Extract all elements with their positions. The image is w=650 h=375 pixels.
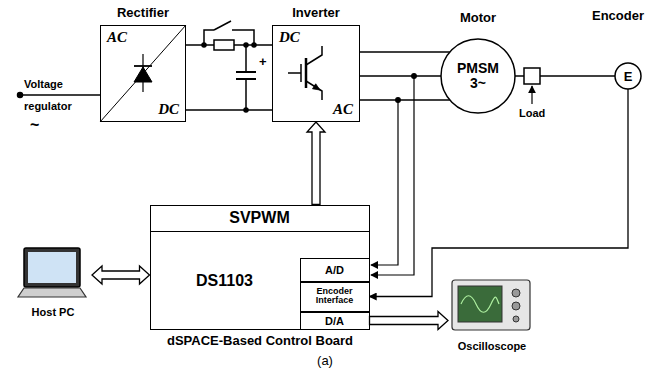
controller-region: DS1103A/D Encoder InterfaceD/A xyxy=(150,232,370,330)
junction-dot xyxy=(202,43,206,47)
scope-knob xyxy=(512,289,520,297)
laptop-base xyxy=(18,288,86,297)
dc-link-wire xyxy=(186,44,214,46)
laptop-screen xyxy=(28,252,76,283)
phase-wire xyxy=(360,51,450,52)
device-label: Host PC xyxy=(14,306,92,318)
oscilloscope-body xyxy=(452,280,530,330)
junction-dot xyxy=(244,43,248,47)
capacitor-plate xyxy=(236,71,256,73)
igbt-symbol xyxy=(305,58,308,88)
motor-circle: MotorPMSM 3~ xyxy=(440,38,516,114)
block-heading: Encoder xyxy=(592,8,644,23)
converter-diagonal xyxy=(100,25,186,122)
block-title: SVPWM xyxy=(150,209,370,227)
pwm-signal-arrow xyxy=(307,122,325,205)
phase-wire xyxy=(360,99,450,100)
control-board: dSPACE-Based Control BoardSVPWMDS1103A/D… xyxy=(150,205,370,330)
port-label: DC xyxy=(279,29,300,46)
port-name: A/D xyxy=(301,264,369,276)
port-label: AC xyxy=(107,29,127,46)
controller-name: DS1103 xyxy=(150,272,300,290)
resistor-symbol xyxy=(214,40,234,50)
io-port-box: D/A xyxy=(300,312,370,330)
current-sense-wire xyxy=(371,76,414,275)
port-label: DC xyxy=(158,101,179,118)
laptop-screen-frame xyxy=(24,248,80,287)
phase-wire xyxy=(360,75,441,76)
data-link-arrow xyxy=(92,266,150,284)
source-label: Voltage regulator xyxy=(24,73,86,117)
polarity-mark: + xyxy=(259,54,267,69)
analog-output-arrow xyxy=(370,312,449,330)
illustration-layer xyxy=(18,21,541,330)
device-label: Oscilloscope xyxy=(448,340,536,352)
dc-link-wire xyxy=(186,109,272,110)
igbt-gate-lead xyxy=(288,72,301,74)
capacitor-lead xyxy=(245,45,247,72)
scope-knob xyxy=(512,302,520,310)
igbt-collector xyxy=(306,46,322,65)
capacitor-lead xyxy=(245,79,247,110)
encoder-symbol: E xyxy=(614,69,642,84)
rectifier-box: RectifierACDC xyxy=(100,25,186,122)
block-heading: Motor xyxy=(460,10,496,25)
current-sense-wire xyxy=(371,100,398,265)
port-name: D/A xyxy=(301,315,369,327)
svpwm-block: SVPWM xyxy=(150,205,370,232)
oscilloscope: Oscilloscope xyxy=(448,278,536,354)
board-caption: dSPACE-Based Control Board xyxy=(167,333,353,348)
switch-lead xyxy=(232,30,254,45)
figure-caption: (a) xyxy=(300,353,350,368)
igbt-emitter-arrow xyxy=(313,84,321,90)
block-heading: Rectifier xyxy=(117,5,169,20)
circle-shape xyxy=(615,63,641,89)
waveform-trace xyxy=(461,296,499,313)
host-pc: Host PC xyxy=(14,246,92,320)
inverter-box: InverterDCAC xyxy=(272,25,360,122)
igbt-emitter xyxy=(306,81,322,100)
switch-blade xyxy=(214,21,231,30)
connector-layer xyxy=(92,52,628,330)
diode-bar xyxy=(134,65,152,67)
io-port-box: Encoder Interface xyxy=(300,282,370,312)
load-label: Load xyxy=(519,107,545,119)
motor-type: PMSM 3~ xyxy=(450,61,506,92)
circle-shape xyxy=(441,39,515,113)
diode-symbol xyxy=(134,67,152,82)
port-name: Encoder Interface xyxy=(309,287,361,307)
encoder-signal-wire xyxy=(370,89,629,297)
block-heading: Inverter xyxy=(292,5,340,20)
ac-symbol: ~ xyxy=(30,116,39,134)
port-label: AC xyxy=(333,101,353,118)
scope-knob xyxy=(513,316,519,322)
supply-wire xyxy=(20,94,100,96)
encoder-circle: EncoderE xyxy=(614,62,642,90)
shaft-coupling xyxy=(524,68,540,84)
junction-dot xyxy=(252,43,256,47)
io-port-box: A/D xyxy=(300,258,370,282)
junction-dot xyxy=(244,108,248,112)
load-arrow xyxy=(531,86,532,104)
oscilloscope-screen xyxy=(458,286,502,322)
